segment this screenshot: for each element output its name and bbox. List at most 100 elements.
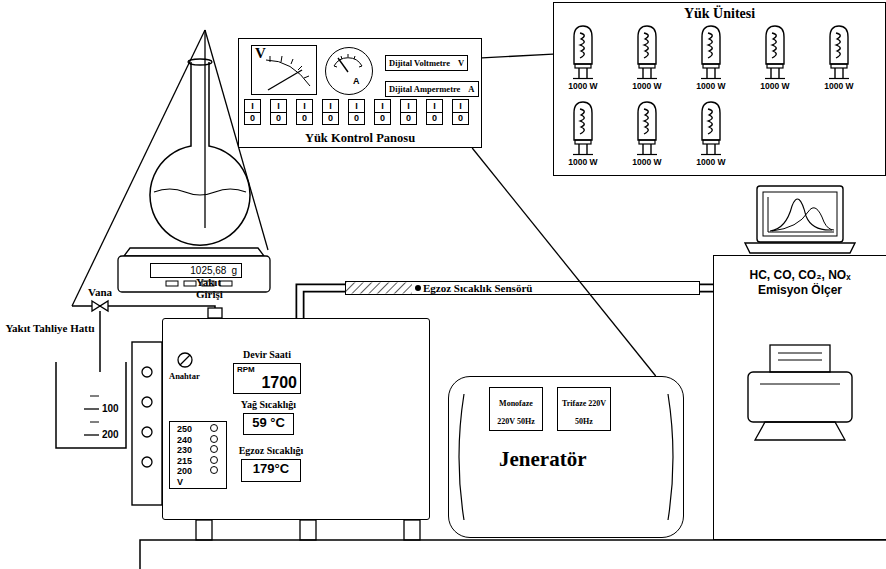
box-text: Devir Saati [243,349,291,361]
ammeter-scale [334,54,362,72]
selector-dot [211,467,218,474]
three-phase-output: Trifaze 220V 50Hz [557,387,611,431]
box-text: I [401,100,416,112]
pipe-wall [700,284,713,293]
load-switch: I0 [348,99,365,125]
generator-rib [668,394,673,520]
pipe-bore [700,285,713,291]
part-label: Yakıt Girişi [196,276,246,300]
box-text: 215 [177,456,226,467]
scale-tick [304,76,309,78]
paper-line [778,353,822,354]
load-switch: I0 [296,99,313,125]
scale-tick [270,56,271,62]
load-switch: I0 [244,99,261,125]
part-label: 1000 W [568,158,597,168]
sensor-hatch [346,283,412,294]
printer-body [748,372,852,422]
cable-line [482,54,553,58]
fuel-flask [150,59,250,245]
box-text: 59 °C [252,416,285,431]
part-label: Yakıt Tahliye Hattı [5,322,95,335]
box-text: 230 [177,445,226,456]
fin-bolt [142,457,152,467]
chart-curve [770,199,832,231]
box-text: 0 [323,112,338,124]
box-text: 0 [349,112,364,124]
graduated-cylinder [56,362,126,448]
box-text: I [323,100,338,112]
generator-rib [459,394,464,520]
selector-dot [211,425,218,432]
box-text: 1700 [261,374,297,392]
box-text: 0 [401,112,416,124]
lamp-symbol [701,26,721,79]
load-control-panel: Yük Kontrol PanosuVADijital VoltmetreVDi… [238,38,482,148]
scale-button [184,281,196,286]
flask-rim [188,59,212,65]
scale-body [118,256,270,292]
lamp-symbol [637,102,657,155]
part-label: 100 [102,403,119,415]
voltmeter-scale [266,56,310,90]
box-text: 0 [245,112,260,124]
box-text: HC, CO, CO₂, NOₓ Emisyon Ölçer [738,268,862,298]
scale-tick [291,59,293,64]
valve-symbol [92,301,108,311]
drain-pipe [99,311,101,372]
load-switch: I0 [270,99,287,125]
box-text: I [427,100,442,112]
fin-bolt [142,427,152,437]
scale [118,248,270,292]
paper-line [778,360,822,361]
box-text: I [349,100,364,112]
box-text: 200 [177,466,226,477]
analog-ammeter: A [325,47,373,95]
scale-tick [341,56,342,59]
pipe-wall [300,288,345,318]
scale-tick [84,408,99,409]
box-text: Dijital Voltmetre [389,58,450,68]
exhaust-sensor-line: Egzoz Sıcaklık Sensörü [345,281,700,295]
lamp-symbol [573,26,593,79]
scale-platform [124,248,264,256]
box-text: 250 [177,424,226,435]
engine-details [132,342,420,540]
oil-temperature-display: Yağ Sıcaklığı59 °C [243,413,294,435]
box-text: Dijital Ampermetre [389,84,460,94]
scale-display: 1025,68g [150,263,242,278]
base-frame [140,540,886,569]
part-label: 1000 W [632,82,661,92]
scale-tick [84,434,99,435]
exhaust-pipe [300,288,345,318]
lamp-symbol [701,102,721,155]
generator-details [459,394,673,520]
part-label: 1000 W [568,82,597,92]
load-switch: I0 [452,99,469,125]
scale-tick [354,56,355,59]
digital-ammeter: Dijital Ampermetre A [385,81,479,97]
box-text: Yağ Sıcaklığı [241,399,296,411]
box-text: 179°C [253,462,289,477]
fin-bolt [142,397,152,407]
box-text: Trifaze 220V 50Hz [562,399,606,426]
load-switch: I0 [426,99,443,125]
exhaust-temperature-display: Egzoz Sıcaklığı179°C [241,459,301,482]
box-text: Monofaze 220V 50Hz [497,399,534,426]
scale-tick [90,422,99,423]
selector-dot [211,436,218,443]
box-text: A [468,84,474,94]
lamp-symbol [829,26,849,79]
key-switch-mark [180,355,190,365]
box-text: Anahtar [169,372,200,382]
laptop-base [745,243,855,253]
printer-paper [770,345,830,372]
voltage-selector: 250240230215200V [169,421,227,489]
lamp-symbol [573,102,593,155]
selector-dot [211,446,218,453]
part-label: 1000 W [760,82,789,92]
cable-line [472,148,656,376]
box-text: 1025,68 [190,265,226,276]
box-text: RPM [237,365,255,374]
